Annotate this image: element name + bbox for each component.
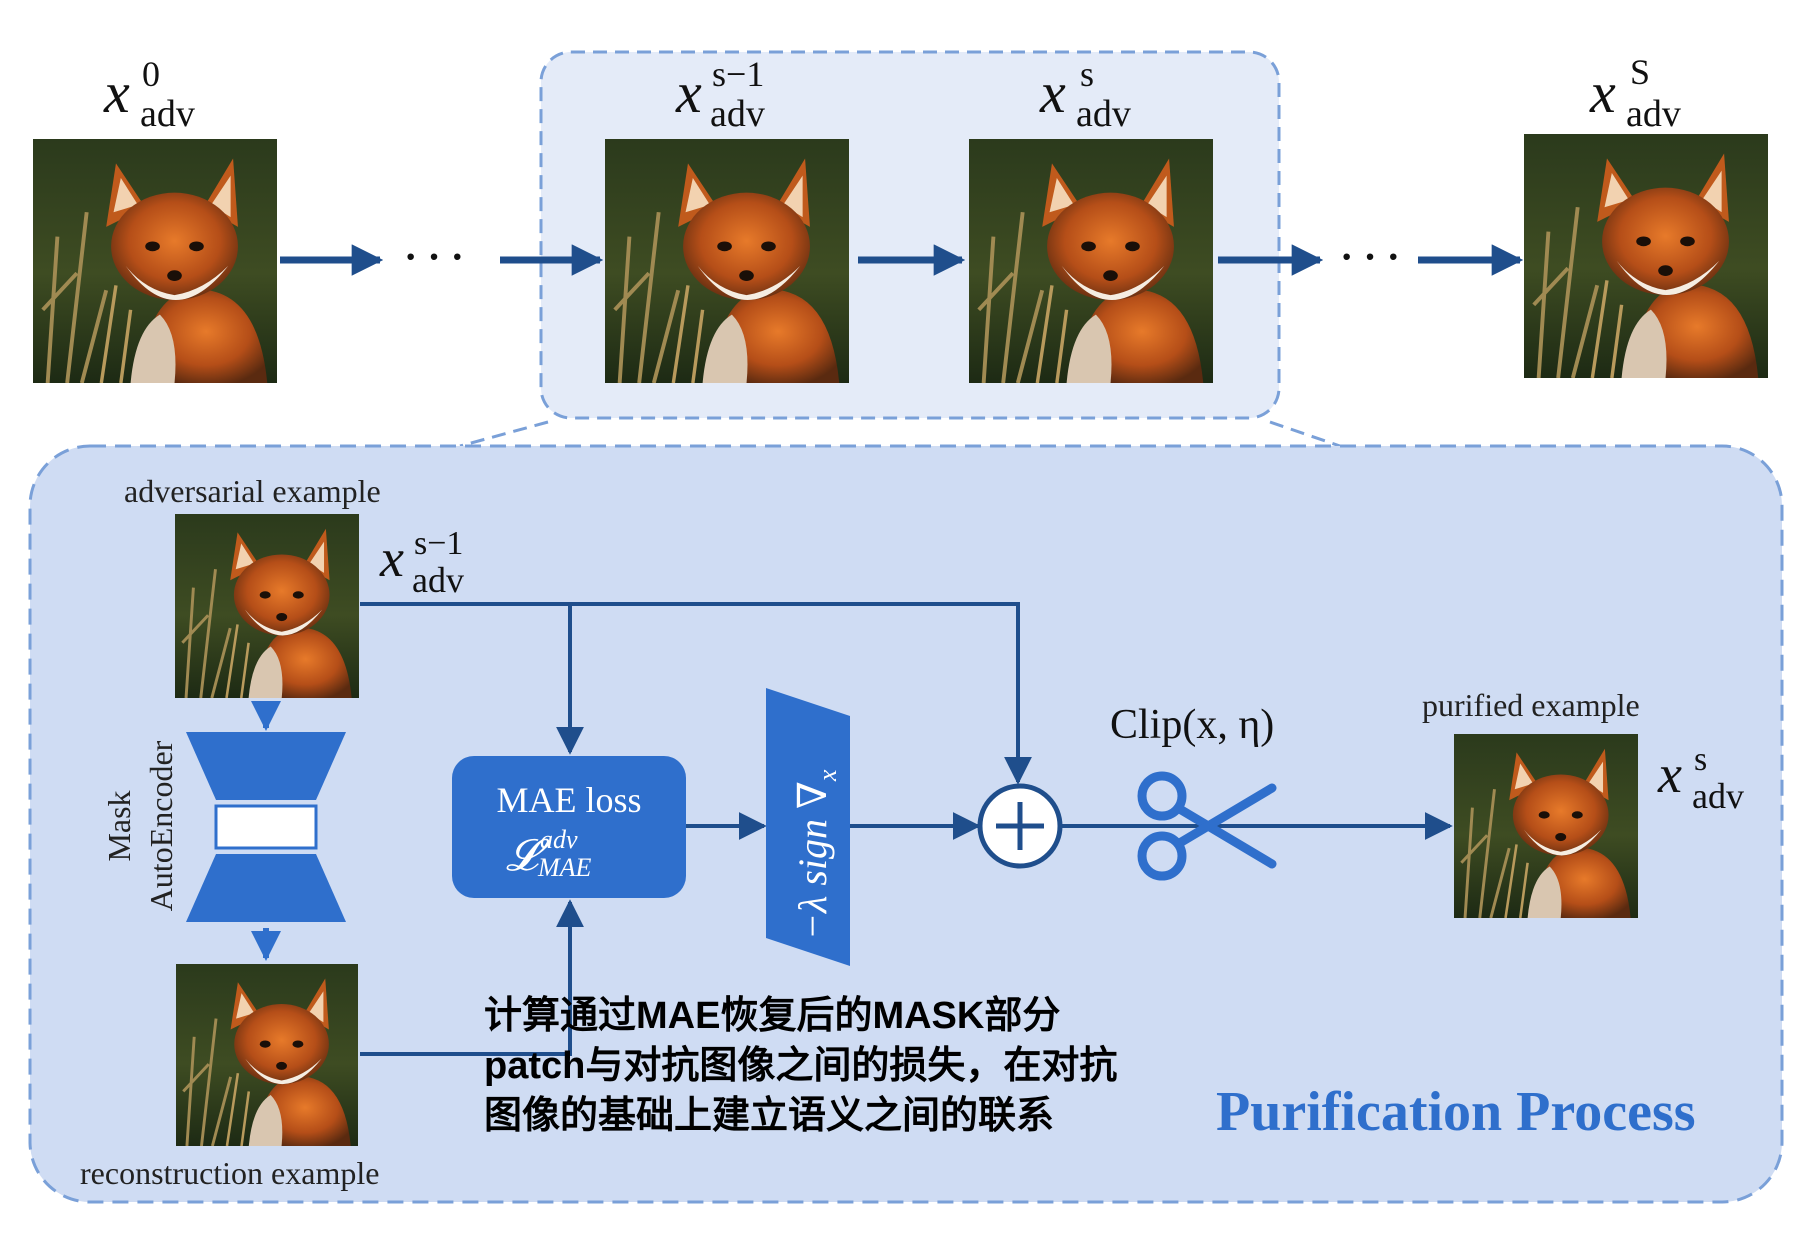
mae-loss-sup: adv (540, 825, 578, 854)
label-x0: x (103, 60, 130, 125)
label-x0-sub: adv (140, 93, 195, 135)
output-label-sup: s (1694, 741, 1707, 778)
clip-label: Clip(x, η) (1110, 702, 1274, 748)
decoder-trapezoid (186, 854, 346, 922)
input-label: x (379, 528, 404, 588)
autoencoder-label-line2: AutoEncoder (143, 740, 179, 911)
fox-image-adversarial (174, 514, 360, 698)
input-label-sub: adv (412, 560, 464, 600)
output-label: x (1657, 744, 1682, 804)
ellipsis-left: · · · (404, 234, 464, 279)
ellipsis-right: · · · (1340, 234, 1400, 279)
fox-image-purified (1454, 734, 1638, 918)
annotation-line-2: patch与对抗图像之间的损失，在对抗 (484, 1045, 1117, 1087)
label-xs: x (1039, 60, 1066, 125)
label-xs-sub: adv (1076, 93, 1131, 135)
fox-image-xs (968, 139, 1214, 383)
label-xS: x (1589, 60, 1616, 125)
fox-image-x0 (32, 139, 278, 383)
input-label-sup: s−1 (414, 525, 463, 562)
mae-loss-box (452, 756, 686, 898)
annotation-line-1: 计算通过MAE恢复后的MASK部分 (484, 995, 1060, 1037)
zoom-connector-left (459, 420, 549, 448)
mae-loss-title: MAE loss (496, 780, 641, 820)
fox-image-xS (1524, 134, 1768, 378)
label-xs-sup: s (1080, 54, 1094, 94)
label-x0-sup: 0 (142, 54, 160, 94)
adversarial-caption: adversarial example (124, 473, 381, 509)
encoder-trapezoid (186, 732, 346, 800)
scissors-icon (1137, 771, 1277, 881)
label-xS-sup: S (1630, 52, 1650, 92)
reconstruction-caption: reconstruction example (80, 1155, 379, 1191)
annotation-line-3: 图像的基础上建立语义之间的联系 (484, 1095, 1054, 1137)
sign-label: −λ sign ∇x (790, 769, 842, 940)
purification-title: Purification Process (1216, 1081, 1696, 1143)
fox-image-xs-1 (604, 139, 850, 383)
label-xs-1-sup: s−1 (712, 54, 764, 94)
output-label-sub: adv (1692, 776, 1744, 816)
mae-loss-sub: MAE (537, 853, 592, 882)
line-adv-to-plus (360, 602, 1032, 785)
label-xs-1-sub: adv (710, 93, 765, 135)
label-xS-sub: adv (1626, 93, 1681, 135)
latent-box (214, 804, 318, 850)
autoencoder-label-line1: Mask (101, 790, 137, 861)
label-xs-1: x (675, 60, 702, 125)
line-recon-to-mae (360, 899, 584, 1056)
zoom-connector-right (1269, 420, 1341, 448)
purified-caption: purified example (1422, 687, 1640, 723)
sign-gradient-block (766, 688, 850, 966)
fox-image-reconstruction (174, 964, 360, 1146)
